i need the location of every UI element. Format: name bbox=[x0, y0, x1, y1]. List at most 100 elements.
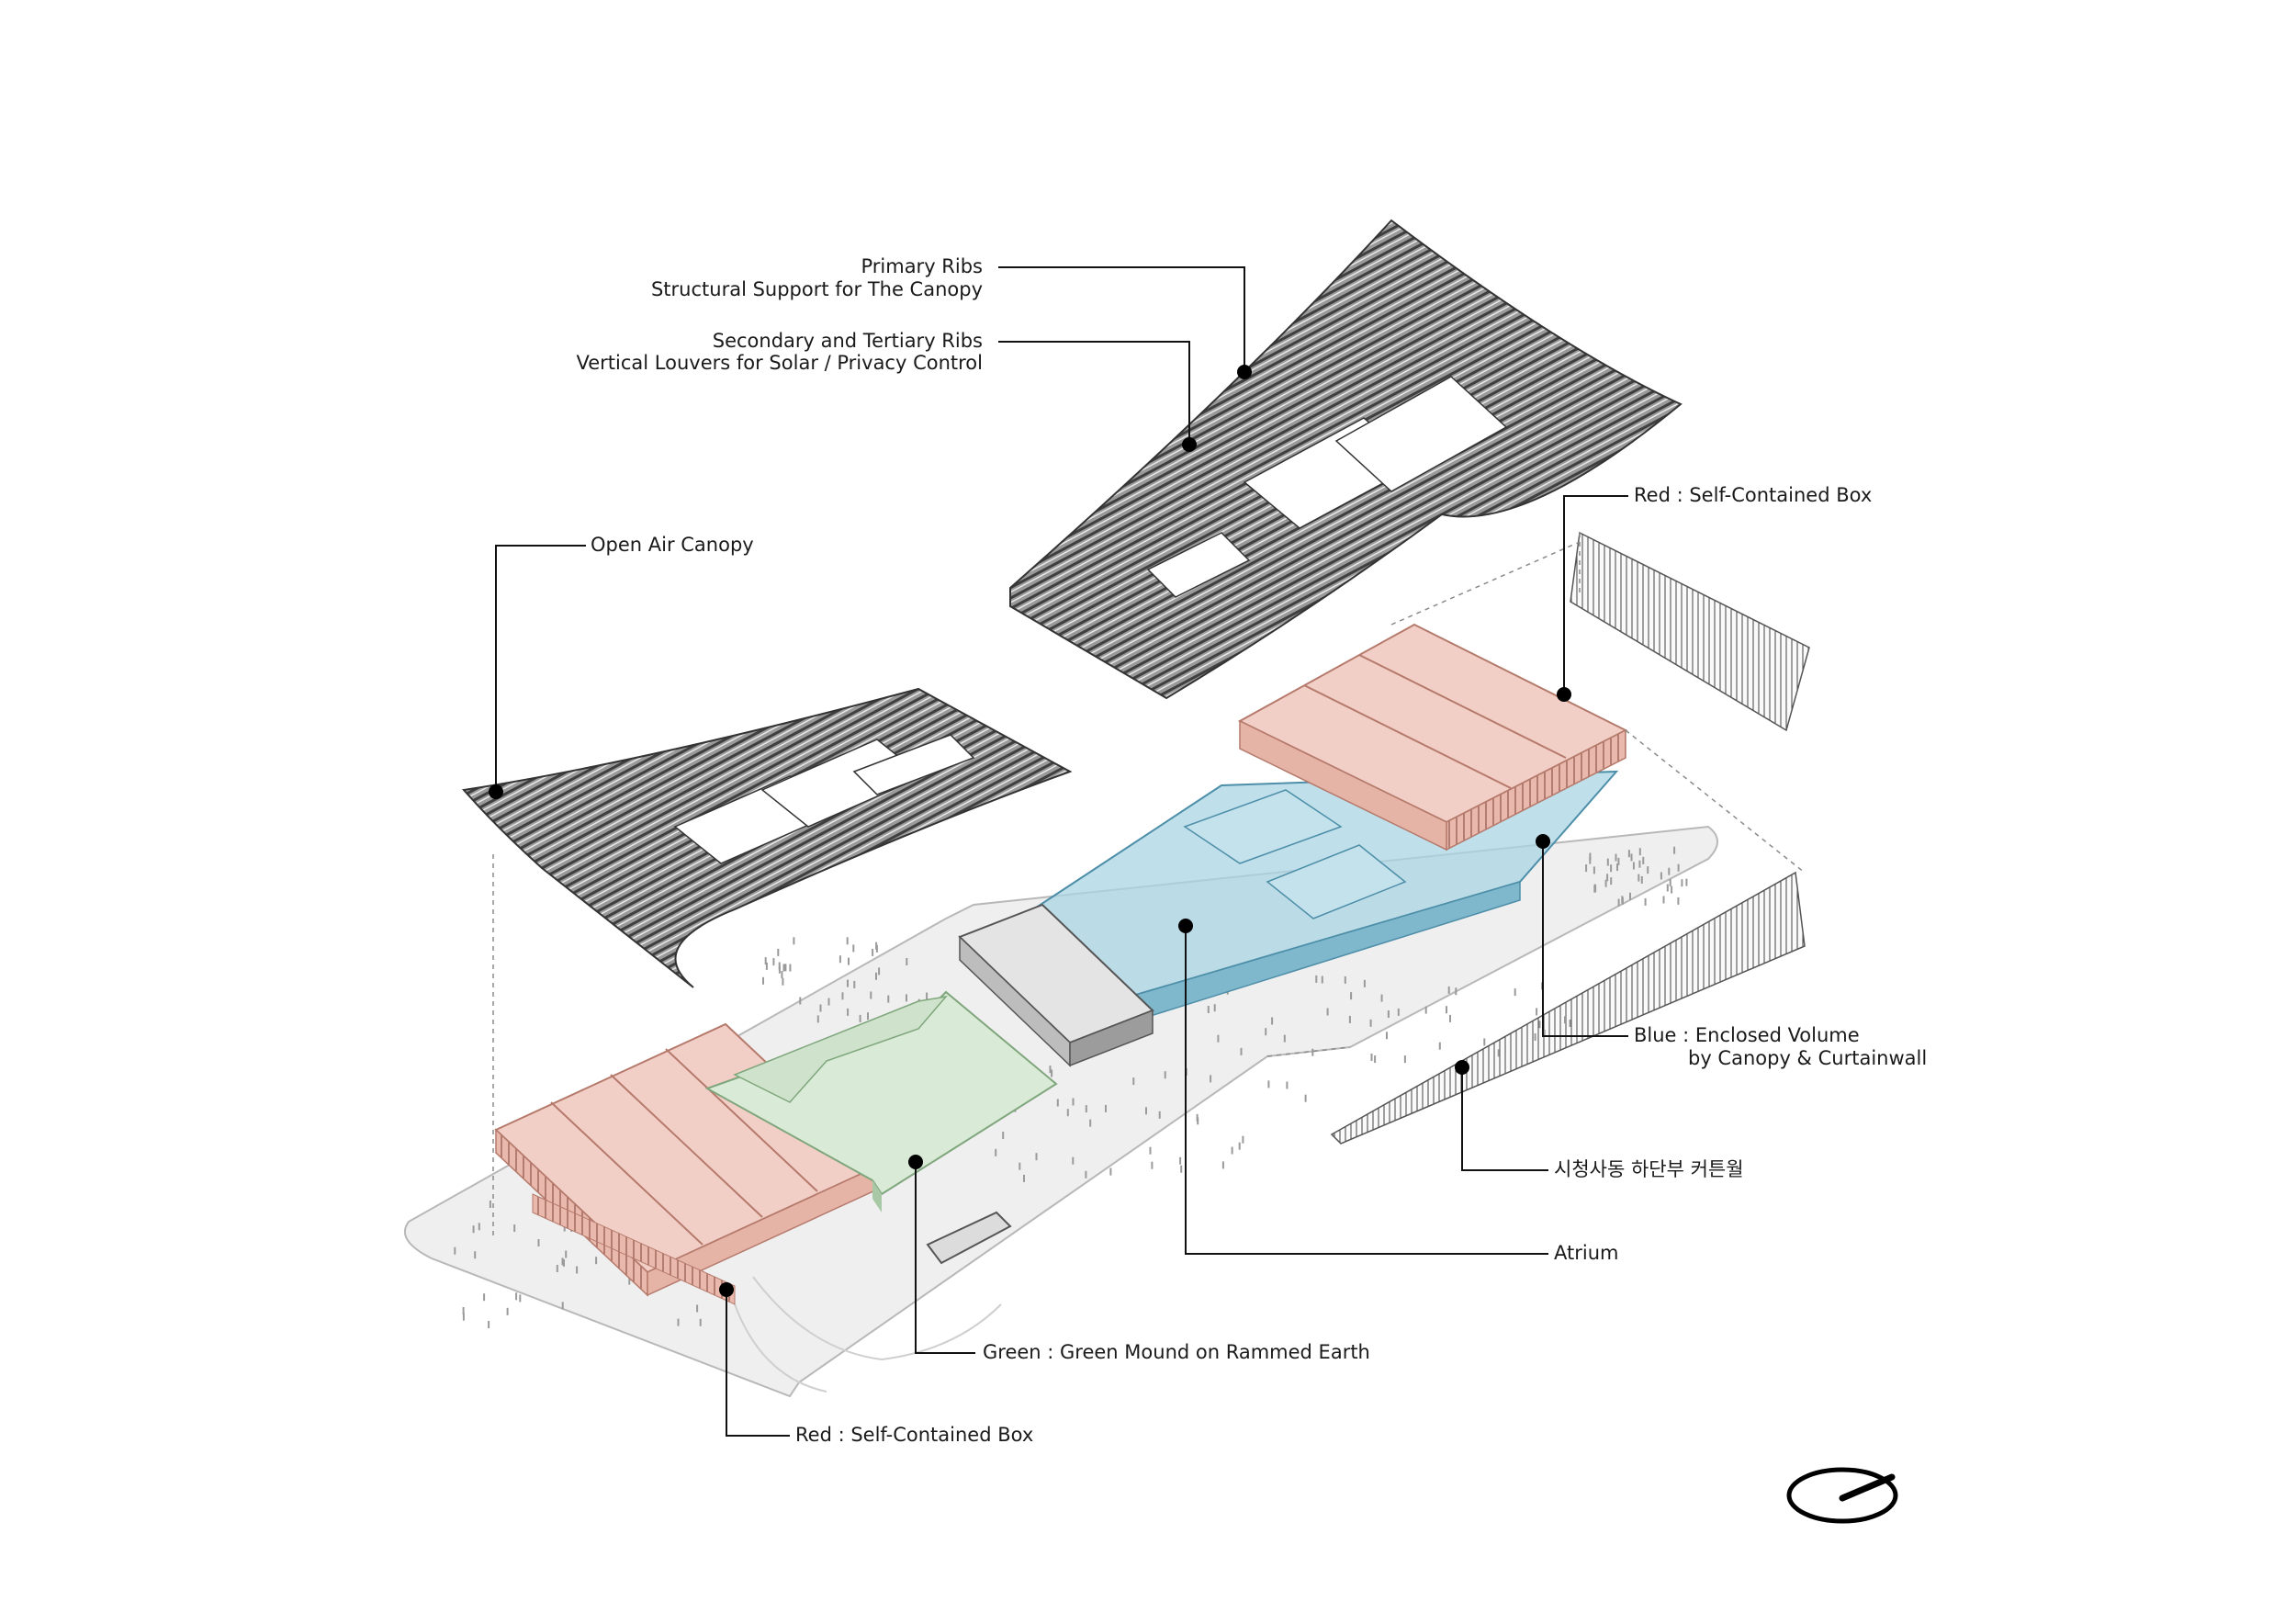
site-tree bbox=[1446, 1006, 1447, 1014]
site-tree bbox=[1066, 1109, 1069, 1117]
site-tree bbox=[1350, 992, 1353, 1000]
site-tree bbox=[696, 1304, 699, 1313]
site-tree bbox=[1158, 1111, 1161, 1119]
canopy-lower bbox=[462, 687, 1073, 988]
site-tree bbox=[1538, 1021, 1541, 1029]
site-tree bbox=[1072, 1156, 1075, 1165]
site-tree bbox=[1085, 1170, 1087, 1179]
site-tree bbox=[875, 972, 877, 980]
site-tree bbox=[1666, 884, 1669, 892]
green-mound-label: Green : Green Mound on Rammed Earth bbox=[983, 1341, 1370, 1363]
leaders bbox=[489, 266, 1628, 1437]
site-tree bbox=[1321, 976, 1323, 984]
site-tree bbox=[1593, 866, 1595, 874]
site-tree bbox=[1604, 879, 1607, 887]
site-tree bbox=[1638, 860, 1641, 868]
site-tree bbox=[677, 1318, 680, 1326]
site-tree bbox=[563, 1258, 565, 1267]
site-tree bbox=[563, 1224, 566, 1232]
site-tree bbox=[762, 976, 764, 985]
red-box-bottom-label: Red : Self-Contained Box bbox=[795, 1424, 1033, 1446]
curtainwall-strip-upper bbox=[1570, 531, 1810, 732]
site-tree bbox=[1240, 1047, 1243, 1055]
site-tree bbox=[1543, 1030, 1546, 1037]
site-tree bbox=[1370, 1054, 1373, 1061]
site-tree bbox=[1640, 876, 1643, 884]
site-tree bbox=[875, 942, 878, 950]
site-tree bbox=[926, 992, 929, 1000]
site-tree bbox=[1483, 1038, 1486, 1046]
site-tree bbox=[1589, 852, 1592, 861]
site-tree bbox=[1677, 863, 1680, 872]
site-tree bbox=[1642, 856, 1645, 864]
site-tree bbox=[537, 1239, 540, 1246]
site-tree bbox=[1593, 884, 1596, 892]
site-tree bbox=[1438, 1042, 1441, 1050]
green-mound bbox=[704, 990, 1058, 1212]
site-tree bbox=[595, 1257, 598, 1265]
site-tree bbox=[1109, 1167, 1112, 1176]
north-arrow-icon bbox=[1786, 1467, 1898, 1524]
site-tree bbox=[478, 1223, 480, 1231]
site-tree bbox=[1035, 1153, 1038, 1161]
site-tree bbox=[1348, 1015, 1351, 1023]
site-tree bbox=[1660, 872, 1662, 880]
site-tree bbox=[556, 1265, 558, 1272]
site-tree bbox=[841, 992, 844, 1000]
site-tree bbox=[519, 1294, 522, 1303]
site-tree bbox=[782, 977, 784, 986]
secondary-ribs-subtitle: Vertical Louvers for Solar / Privacy Con… bbox=[577, 352, 983, 374]
site-tree bbox=[887, 995, 890, 1003]
site-tree bbox=[1386, 1032, 1388, 1040]
primary-ribs-marker bbox=[1237, 365, 1252, 379]
site-tree bbox=[1344, 976, 1346, 984]
site-tree bbox=[1151, 1161, 1154, 1169]
site-tree bbox=[1630, 853, 1633, 862]
site-tree bbox=[1606, 858, 1609, 866]
site-tree bbox=[1049, 1066, 1052, 1074]
site-tree bbox=[1455, 987, 1458, 996]
site-tree bbox=[838, 955, 841, 964]
atrium-label: Atrium bbox=[1554, 1242, 1618, 1264]
site-tree bbox=[454, 1246, 456, 1255]
site-tree bbox=[1304, 1094, 1307, 1102]
site-tree bbox=[1231, 1146, 1233, 1155]
site-tree bbox=[1673, 846, 1676, 854]
site-tree bbox=[852, 944, 855, 953]
site-tree bbox=[488, 1321, 490, 1328]
site-tree bbox=[1132, 1077, 1135, 1086]
site-tree bbox=[1615, 853, 1617, 862]
site-tree bbox=[1569, 1019, 1571, 1027]
site-tree bbox=[1213, 1004, 1216, 1012]
site-tree bbox=[1197, 1117, 1199, 1125]
site-tree bbox=[1669, 878, 1671, 886]
site-tree bbox=[565, 1250, 568, 1258]
site-tree bbox=[628, 1277, 631, 1285]
site-tree bbox=[765, 962, 768, 970]
site-tree bbox=[561, 1257, 564, 1266]
site-tree bbox=[1271, 1017, 1274, 1025]
site-tree bbox=[1497, 1049, 1500, 1057]
site-tree bbox=[1638, 874, 1640, 882]
site-tree bbox=[1221, 1161, 1224, 1169]
primary-ribs-title: Primary Ribs bbox=[861, 255, 983, 277]
canopy-upper bbox=[1009, 219, 1683, 700]
site-tree bbox=[1180, 1165, 1183, 1173]
site-tree bbox=[1647, 866, 1649, 874]
site-tree bbox=[870, 991, 872, 999]
site-tree bbox=[1326, 1008, 1329, 1016]
green-mound-marker bbox=[908, 1155, 923, 1169]
site-tree bbox=[1638, 848, 1641, 856]
site-tree bbox=[764, 957, 767, 965]
atrium-marker bbox=[1178, 919, 1193, 933]
site-tree bbox=[906, 958, 908, 965]
site-tree bbox=[1447, 986, 1450, 994]
site-tree bbox=[1056, 1099, 1059, 1107]
site-tree bbox=[1207, 1006, 1210, 1013]
red-box-top-label: Red : Self-Contained Box bbox=[1634, 484, 1872, 506]
site-tree bbox=[1589, 856, 1592, 864]
site-tree bbox=[1019, 1162, 1021, 1170]
site-tree bbox=[1105, 1104, 1107, 1112]
site-tree bbox=[1072, 1098, 1075, 1106]
